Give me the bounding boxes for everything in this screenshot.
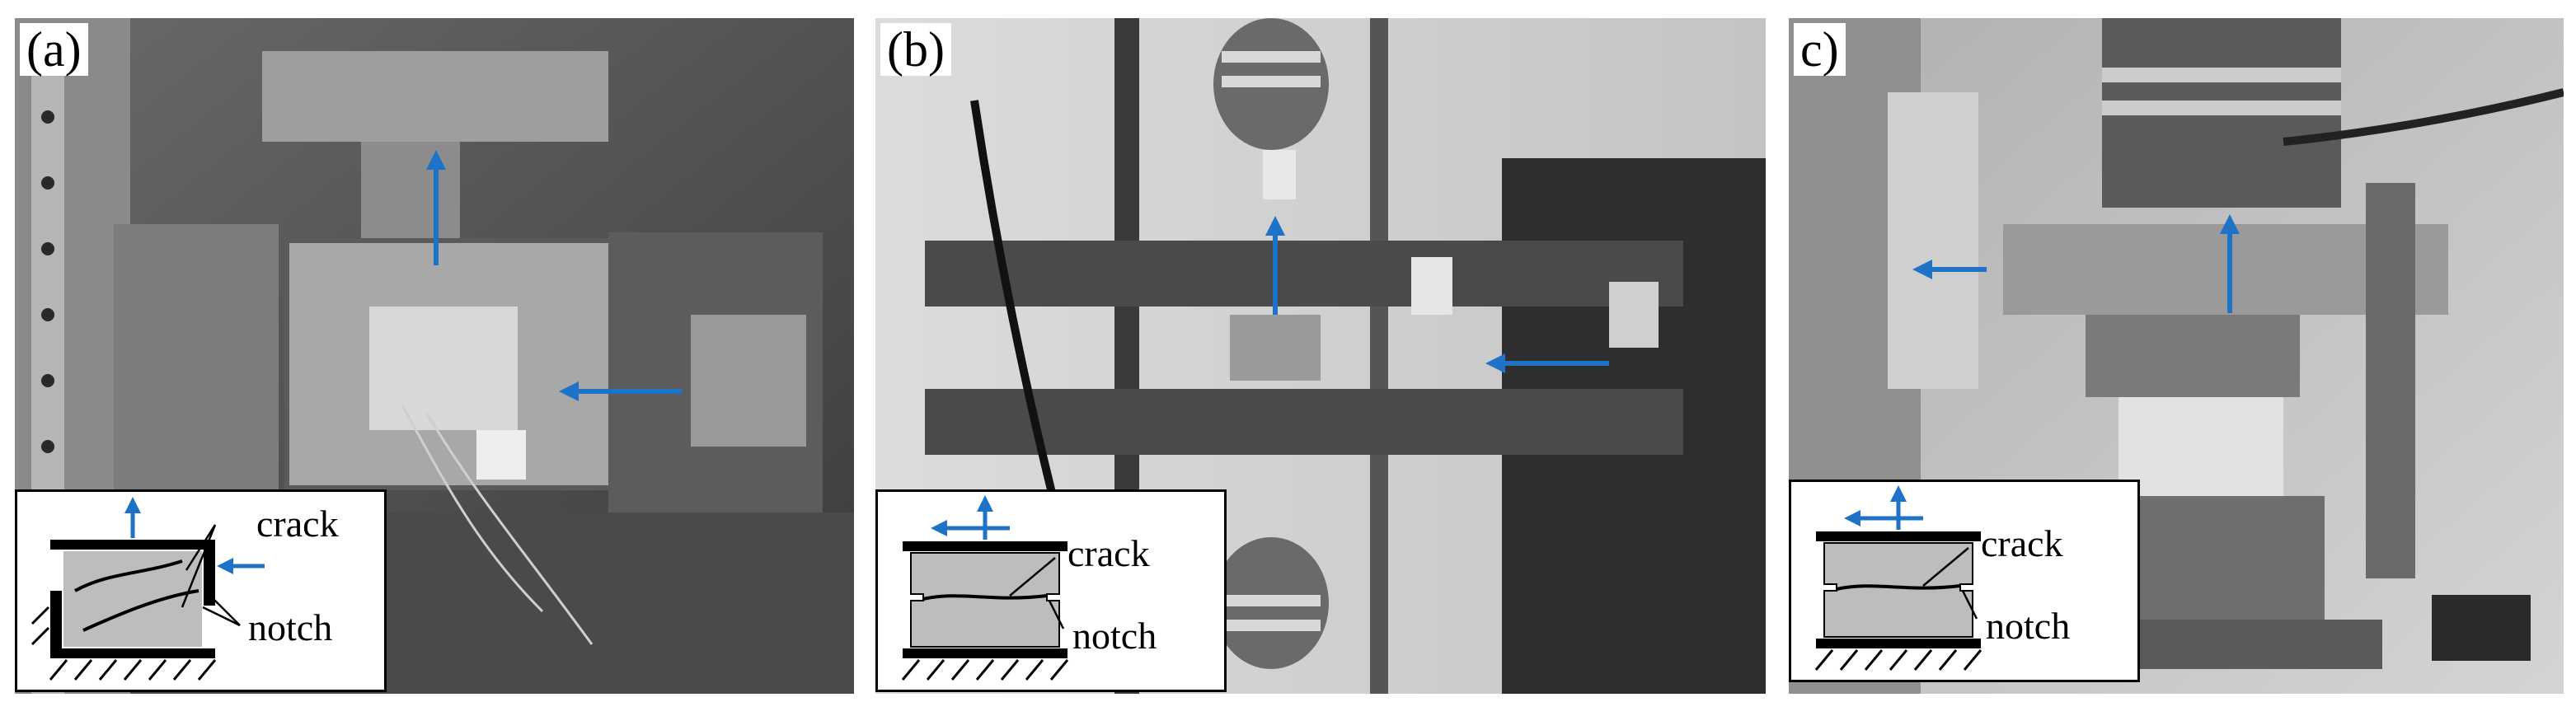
horizontal-load-arrow [1485,353,1609,373]
photo-panel-a: (a) c [15,18,854,694]
vertical-load-arrow [1265,216,1285,315]
horizontal-load-arrow [559,381,683,401]
schematic-inset: crack notch [875,489,1227,692]
schematic-inset: crack notch [15,489,387,692]
panel-letter: (a) [20,23,88,76]
vertical-load-arrow [2220,214,2240,313]
notch-label: notch [1986,605,2071,647]
specimen-schematic [1814,485,1982,671]
specimen-schematic [30,497,265,681]
photo-panel-c: c) crack notch [1789,18,2564,694]
panel-letter: c) [1794,23,1846,76]
specimen-schematic [901,495,1069,681]
notch-label: notch [248,606,333,648]
photo-panel-b: (b) crack notch [875,18,1766,694]
crack-label: crack [256,503,339,545]
crack-label: crack [1981,522,2063,564]
notch-label: notch [1072,615,1157,657]
crack-label: crack [1067,532,1150,574]
horizontal-load-arrow [1912,260,1987,279]
vertical-load-arrow [426,150,446,265]
panel-letter: (b) [880,23,951,76]
schematic-inset: crack notch [1789,480,2140,682]
